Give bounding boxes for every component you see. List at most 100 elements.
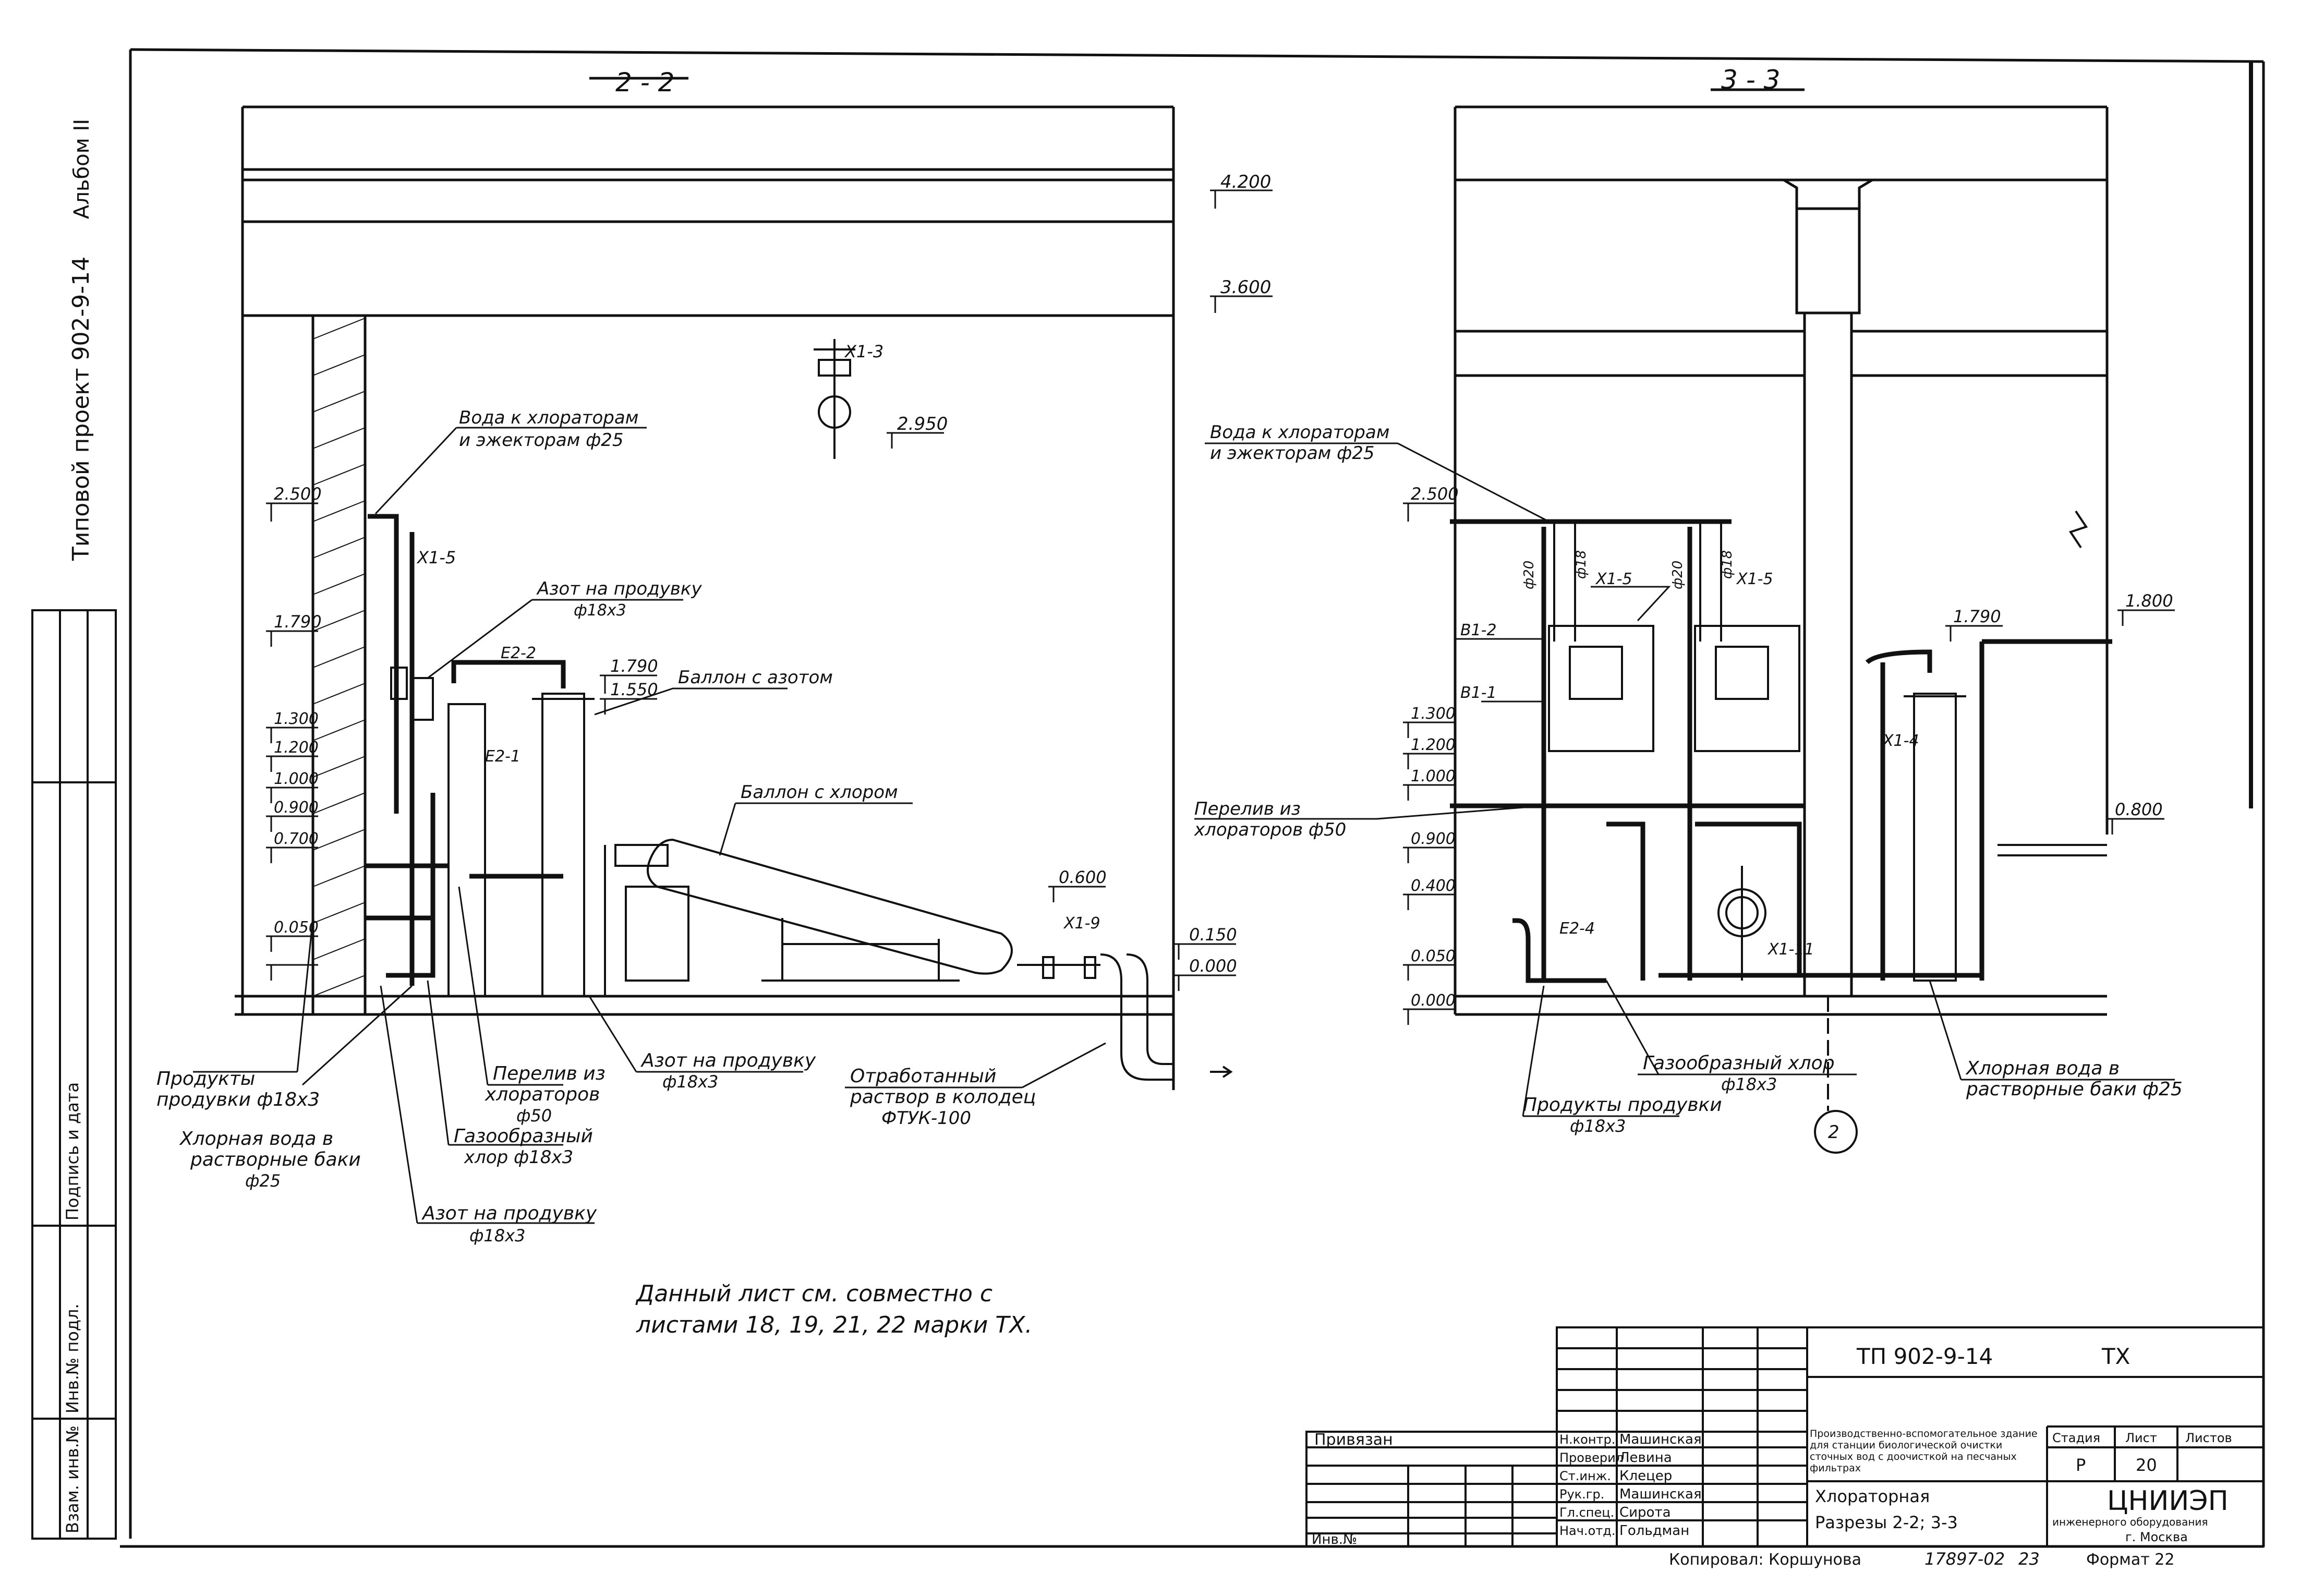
level-1300: 1.300 xyxy=(274,710,319,728)
note-line-2: листами 18, 19, 21, 22 марки ТХ. xyxy=(636,1312,1032,1338)
tb-stage: Р xyxy=(2076,1455,2086,1475)
level-0000: 0.000 xyxy=(1189,956,1237,976)
section-2-2-title: 2 - 2 xyxy=(615,67,674,98)
label-n2-bot-1: Азот на продувку xyxy=(421,1203,597,1224)
label-overflow-2: хлораторов xyxy=(485,1084,600,1105)
tag33-x1-4: X1-4 xyxy=(1882,732,1919,750)
tag-x1-9: X1-9 xyxy=(1063,914,1100,933)
level-2500-l: 2.500 xyxy=(274,484,322,504)
label-water-1: Вода к хлораторам xyxy=(459,407,638,428)
sheet-frame xyxy=(120,48,2265,1548)
tb-order: 17897-02 xyxy=(1924,1549,2005,1569)
tag33-d20-a: ф20 xyxy=(1521,561,1537,589)
level33-1300: 1.300 xyxy=(1411,705,1456,723)
tag-e2-2: E2-2 xyxy=(501,644,536,662)
tb-name-1: Левина xyxy=(1619,1450,1672,1466)
level-1790-l: 1.790 xyxy=(274,612,322,632)
tag33-b1-1: B1-1 xyxy=(1460,684,1497,702)
note-line-1: Данный лист см. совместно с xyxy=(635,1280,992,1307)
label33-gas-chlor-1: Газообразный хлор xyxy=(1643,1053,1835,1074)
tb-mark: ТХ xyxy=(2101,1344,2130,1369)
level-4200: 4.200 xyxy=(1220,172,1271,192)
tag33-e2-4: E2-4 xyxy=(1559,920,1595,938)
tb-org: ЦНИИЭП xyxy=(2107,1485,2229,1517)
label33-overflow-2: хлораторов ф50 xyxy=(1194,819,1346,840)
tb-role-1: Проверил xyxy=(1559,1450,1624,1465)
title-block xyxy=(1305,1326,2265,1547)
label33-water-1: Вода к хлораторам xyxy=(1210,422,1389,443)
tb-role-2: Ст.инж. xyxy=(1559,1469,1611,1483)
level33-0050: 0.050 xyxy=(1411,947,1456,965)
level-0050: 0.050 xyxy=(274,918,319,937)
level-2950: 2.950 xyxy=(897,414,948,434)
tag33-b1-2: B1-2 xyxy=(1460,621,1497,639)
tag-e2-1: E2-1 xyxy=(485,747,520,766)
tag-x1-5: X1-5 xyxy=(416,548,456,567)
level33-1800: 1.800 xyxy=(2125,591,2173,611)
side-title: Типовой проект 902-9-14 xyxy=(68,257,94,561)
side-label-3: Взам. инв.№ xyxy=(63,1425,82,1533)
label-water-2: и эжекторам ф25 xyxy=(459,430,623,451)
tb-sheet: 20 xyxy=(2136,1455,2157,1475)
label-n2-top-1: Азот на продувку xyxy=(536,578,702,599)
tb-sheet-h: Лист xyxy=(2125,1431,2157,1445)
tb-stage-h: Стадия xyxy=(2052,1431,2100,1445)
label33-overflow-1: Перелив из xyxy=(1194,799,1301,819)
tb-role-4: Гл.спец. xyxy=(1559,1505,1614,1520)
label-gas-chlor-1: Газообразный xyxy=(454,1126,593,1147)
label33-gas-chlor-2: ф18х3 xyxy=(1721,1074,1777,1094)
tb-name-5: Гольдман xyxy=(1619,1523,1689,1539)
album-label: Альбом II xyxy=(70,119,94,219)
label-spent-2: раствор в колодец xyxy=(850,1086,1036,1108)
label-n2-bot2-1: Азот на продувку xyxy=(640,1050,816,1071)
level33-0400: 0.400 xyxy=(1411,877,1456,895)
level33-0900: 0.900 xyxy=(1411,830,1456,848)
tag33-d18-b: ф18 xyxy=(1720,550,1735,579)
label-spent-1: Отработанный xyxy=(850,1066,996,1087)
tb-privyazan: Привязан xyxy=(1314,1431,1393,1449)
label-chlor-water-2: растворные баки xyxy=(190,1149,361,1170)
label33-chlor-water-2: растворные баки ф25 xyxy=(1966,1079,2183,1100)
label-n2-cylinder: Баллон с азотом xyxy=(678,667,833,688)
label-cl-cylinder: Баллон с хлором xyxy=(741,782,898,803)
tb-role-0: Н.контр. xyxy=(1559,1432,1615,1447)
label-n2-bot2-2: ф18х3 xyxy=(662,1072,718,1092)
tag33-x1-5-b: X1-5 xyxy=(1736,570,1773,588)
tb-drawing-1: Хлораторная xyxy=(1815,1486,1930,1506)
section-3-3-title: 3 - 3 xyxy=(1721,65,1780,95)
label33-purge-1: Продукты продувки xyxy=(1523,1094,1722,1116)
level-0700: 0.700 xyxy=(274,830,319,848)
tb-sheets-h: Листов xyxy=(2185,1431,2232,1445)
tb-page: 23 xyxy=(2018,1549,2040,1569)
section-3-3 xyxy=(1194,88,2175,1154)
tag-x1-3: X1-3 xyxy=(844,342,883,361)
tag33-x1-11: X1-11 xyxy=(1767,940,1814,959)
level-0900: 0.900 xyxy=(274,799,319,817)
label-n2-top-2: ф18х3 xyxy=(574,601,626,620)
label-overflow-3: ф50 xyxy=(516,1106,552,1126)
label-overflow-1: Перелив из xyxy=(493,1063,606,1084)
level-1550: 1.550 xyxy=(610,680,658,699)
level33-1790: 1.790 xyxy=(1953,607,2001,626)
label-spent-3: ФТУК-100 xyxy=(881,1108,971,1129)
level-1790-r: 1.790 xyxy=(610,656,658,676)
axis-2: 2 xyxy=(1828,1122,1839,1143)
level33-1000: 1.000 xyxy=(1411,767,1456,785)
tb-name-2: Клецер xyxy=(1619,1468,1672,1484)
tb-inv: Инв.№ xyxy=(1312,1532,1357,1547)
level-0150: 0.150 xyxy=(1189,925,1237,945)
tag33-x1-5-a: X1-5 xyxy=(1595,570,1632,588)
section-2-2 xyxy=(193,77,1273,1224)
level-1000: 1.000 xyxy=(274,770,319,788)
tb-code: ТП 902-9-14 xyxy=(1856,1344,1993,1369)
side-label-1: Инв.№ подл. xyxy=(63,1303,82,1413)
tb-copied: Копировал: Коршунова xyxy=(1669,1551,1861,1569)
side-label-2: Подпись и дата xyxy=(63,1082,82,1220)
tb-name-3: Машинская xyxy=(1619,1486,1702,1502)
label33-water-2: и эжекторам ф25 xyxy=(1210,443,1374,464)
label33-purge-2: ф18х3 xyxy=(1570,1116,1626,1136)
label-gas-chlor-2: хлор ф18х3 xyxy=(464,1147,573,1168)
tb-org2: инженерного оборудования xyxy=(2052,1516,2208,1528)
label-chlor-water-1: Хлорная вода в xyxy=(179,1128,333,1150)
